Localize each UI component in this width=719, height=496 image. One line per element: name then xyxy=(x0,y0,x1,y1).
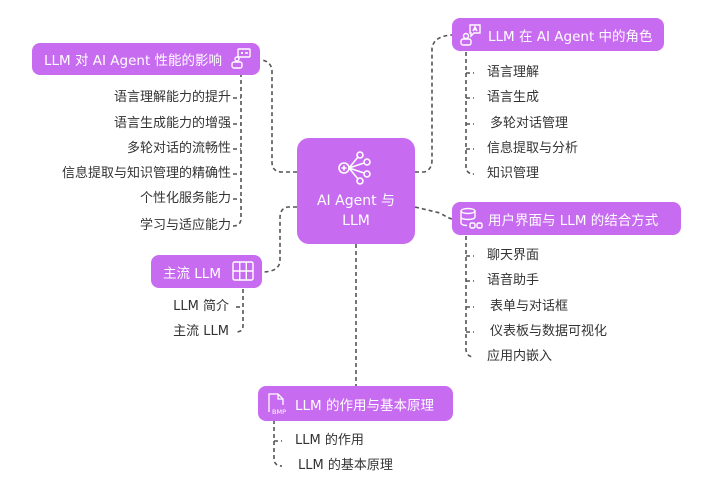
connector-root-ui xyxy=(414,206,453,220)
root-label: AI Agent 与 LLM xyxy=(316,193,396,229)
leaf-impact-1[interactable]: 语言生成能力的增强 xyxy=(113,116,231,131)
leaf-impact-2[interactable]: 多轮对话的流畅性 xyxy=(126,141,231,156)
leaf-ui-1[interactable]: 语音助手 xyxy=(487,273,540,288)
branch-ui-label: 用户界面与 LLM 的结合方式 xyxy=(488,212,659,229)
connector-impact-spine xyxy=(232,73,242,227)
branch-impact[interactable]: LLM 对 AI Agent 性能的影响 xyxy=(32,43,260,75)
connector-root-mainstream xyxy=(261,206,297,273)
robot-screen-icon xyxy=(230,48,252,70)
branch-mainstream[interactable]: 主流 LLM xyxy=(151,255,262,288)
leaf-role-2[interactable]: 多轮对话管理 xyxy=(490,116,569,131)
svg-text:BMP: BMP xyxy=(272,408,286,416)
bmp-file-icon: BMP xyxy=(266,392,290,416)
branch-role-label: LLM 在 AI Agent 中的角色 xyxy=(488,28,653,45)
leaf-role-4[interactable]: 知识管理 xyxy=(487,166,540,181)
leaf-ui-0[interactable]: 聊天界面 xyxy=(487,248,540,263)
leaf-impact-3[interactable]: 信息提取与知识管理的精确性 xyxy=(61,166,231,181)
branch-impact-label: LLM 对 AI Agent 性能的影响 xyxy=(44,53,223,69)
root-node[interactable]: AI Agent 与 LLM xyxy=(297,138,415,244)
database-icon xyxy=(459,207,483,231)
connector-mainstream-spine xyxy=(235,289,244,333)
leaf-ui-2[interactable]: 表单与对话框 xyxy=(490,299,569,314)
branch-ui[interactable]: 用户界面与 LLM 的结合方式 xyxy=(452,202,681,235)
connector-root-role xyxy=(415,34,453,173)
connector-principle-spine xyxy=(273,420,283,467)
branch-principle[interactable]: BMP LLM 的作用与基本原理 xyxy=(258,386,453,421)
branch-principle-label: LLM 的作用与基本原理 xyxy=(295,397,434,414)
grid-icon xyxy=(232,261,254,281)
leaf-role-1[interactable]: 语言生成 xyxy=(487,90,540,105)
connector-role-spine xyxy=(465,52,475,175)
connector-ui-spine xyxy=(465,236,475,358)
network-hub-icon xyxy=(336,151,376,185)
branch-role[interactable]: LLM 在 AI Agent 中的角色 xyxy=(452,18,664,51)
leaf-principle-1[interactable]: LLM 的基本原理 xyxy=(298,458,393,473)
leaf-impact-5[interactable]: 学习与适应能力 xyxy=(139,218,231,233)
branch-mainstream-label: 主流 LLM xyxy=(163,265,221,282)
leaf-ui-4[interactable]: 应用内嵌入 xyxy=(487,349,553,364)
leaf-impact-4[interactable]: 个性化服务能力 xyxy=(139,191,231,206)
leaf-principle-0[interactable]: LLM 的作用 xyxy=(295,433,364,448)
leaf-mainstream-1[interactable]: 主流 LLM xyxy=(173,324,229,339)
leaf-mainstream-0[interactable]: LLM 简介 xyxy=(173,299,229,314)
agent-chat-icon xyxy=(459,23,483,47)
leaf-role-0[interactable]: 语言理解 xyxy=(487,65,540,80)
leaf-impact-0[interactable]: 语言理解能力的提升 xyxy=(113,90,231,105)
leaf-role-3[interactable]: 信息提取与分析 xyxy=(487,141,579,156)
leaf-ui-3[interactable]: 仪表板与数据可视化 xyxy=(490,324,608,339)
connector-root-impact xyxy=(261,59,297,173)
